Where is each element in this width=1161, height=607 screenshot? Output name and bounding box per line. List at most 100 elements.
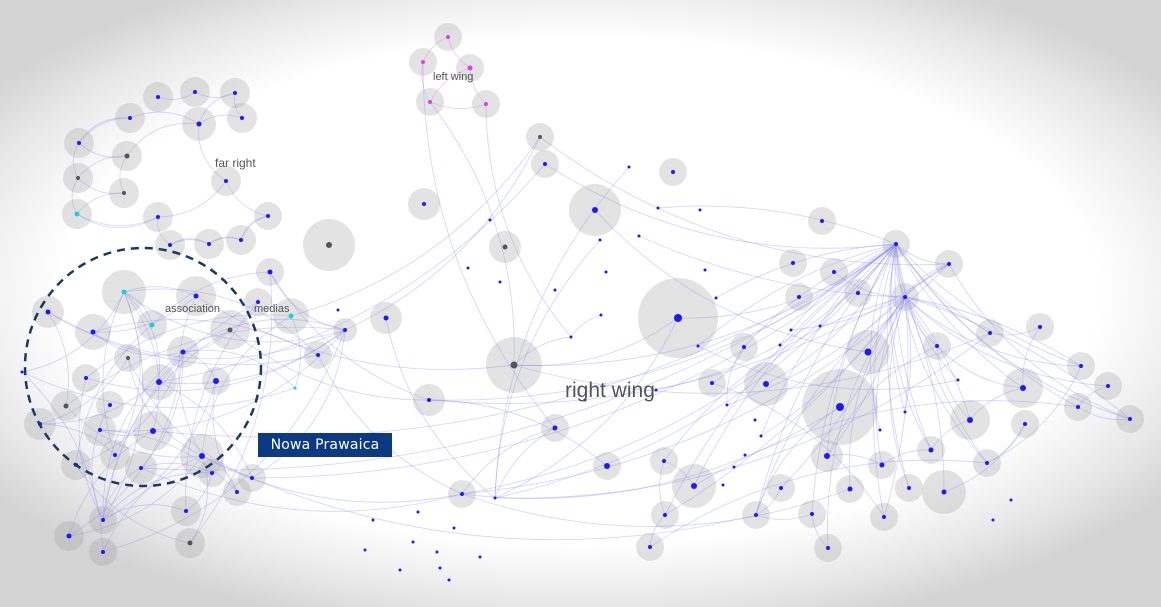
graph-node (956, 378, 960, 382)
graph-edge (755, 487, 782, 516)
graph-edge (251, 243, 897, 479)
graph-edge (123, 288, 319, 356)
graph-node (422, 202, 426, 206)
graph-node (213, 378, 219, 384)
graph-edge (225, 180, 269, 217)
graph-node (941, 489, 947, 495)
graph-edge (827, 296, 906, 549)
graph-edge (77, 177, 125, 195)
graph-edge (894, 243, 932, 451)
graph-edge (895, 243, 988, 464)
graph-edge (68, 455, 203, 537)
graph-edge (119, 155, 128, 194)
graph-edge (85, 329, 346, 392)
graph-node (1009, 498, 1013, 502)
graph-edge (765, 243, 897, 385)
graph-edge (513, 243, 897, 366)
graph-node (791, 261, 795, 265)
graph-edge (233, 92, 243, 119)
graph-edge (189, 271, 273, 544)
label-left-wing: left wing (433, 71, 473, 83)
graph-node (484, 102, 488, 106)
graph-edge (461, 243, 897, 495)
graph-edge (811, 243, 897, 515)
graph-edge (1077, 385, 1109, 408)
graph-edge (78, 142, 128, 158)
graph-edge (904, 296, 912, 413)
graph-edge (989, 326, 1041, 336)
graph-edge (848, 296, 906, 490)
graph-edge (904, 296, 1082, 367)
graph-node (502, 244, 508, 250)
graph-edge (890, 243, 932, 451)
graph-edge (158, 163, 546, 383)
graph-edge (494, 166, 630, 499)
graph-node (156, 379, 162, 385)
graph-node (1020, 385, 1026, 391)
graph-edge (344, 136, 541, 331)
graph-edge (201, 455, 757, 541)
graph-edge (77, 155, 128, 179)
graph-node (371, 518, 375, 522)
graph-node (326, 242, 332, 248)
graph-node (714, 296, 718, 300)
graph-node (128, 116, 132, 120)
label-association: association (165, 303, 220, 315)
graph-edge (102, 329, 231, 521)
graph-edge (240, 215, 269, 241)
graph-node (928, 447, 934, 453)
graph-edge (195, 295, 515, 370)
graph-edge (790, 296, 906, 331)
graph-node (836, 403, 844, 411)
graph-edge (780, 296, 906, 489)
graph-node (878, 428, 882, 432)
graph-node (879, 462, 885, 468)
graph-edge (811, 513, 829, 549)
graph-edge (895, 243, 1024, 389)
graph-edge (663, 296, 906, 462)
graph-edge (826, 345, 938, 457)
graph-edge (251, 329, 346, 479)
graph-edge (157, 180, 227, 218)
label-medias: medias (254, 303, 290, 315)
graph-edge (428, 243, 897, 401)
graph-node (421, 60, 425, 64)
graph-node (778, 343, 782, 347)
graph-node (207, 242, 211, 246)
graph-node (498, 280, 502, 284)
graph-edge (169, 238, 210, 246)
graph-edge (655, 243, 897, 391)
graph-node (789, 328, 793, 332)
graph-node (759, 434, 763, 438)
graph-node (732, 465, 736, 469)
graph-edge (39, 351, 184, 425)
graph-node (753, 418, 757, 422)
graph-edges (21, 36, 1131, 553)
graph-node (553, 288, 557, 292)
graph-edge (513, 332, 991, 394)
graph-edge (229, 329, 430, 401)
graph-node (818, 324, 822, 328)
graph-edge (755, 513, 813, 520)
graph-edge (697, 243, 897, 347)
graph-edge (1077, 406, 1131, 420)
graph-node (343, 328, 347, 332)
graph-edge (494, 243, 897, 499)
graph-node (991, 518, 995, 522)
graph-edge (123, 291, 346, 343)
graph-node (77, 141, 81, 145)
graph-node (743, 453, 747, 457)
graph-edge (75, 324, 153, 466)
graph-edge (711, 382, 885, 518)
graph-edge (826, 296, 906, 457)
graph-edge (494, 317, 679, 499)
graph-edge (194, 91, 236, 98)
graph-node (256, 300, 260, 304)
graph-edge (68, 430, 154, 537)
graph-node (488, 218, 492, 222)
graph-edge (930, 419, 971, 451)
graph-node (193, 90, 197, 94)
graph-edge (904, 263, 950, 298)
graph-node (411, 540, 415, 544)
graph-node (227, 327, 233, 333)
